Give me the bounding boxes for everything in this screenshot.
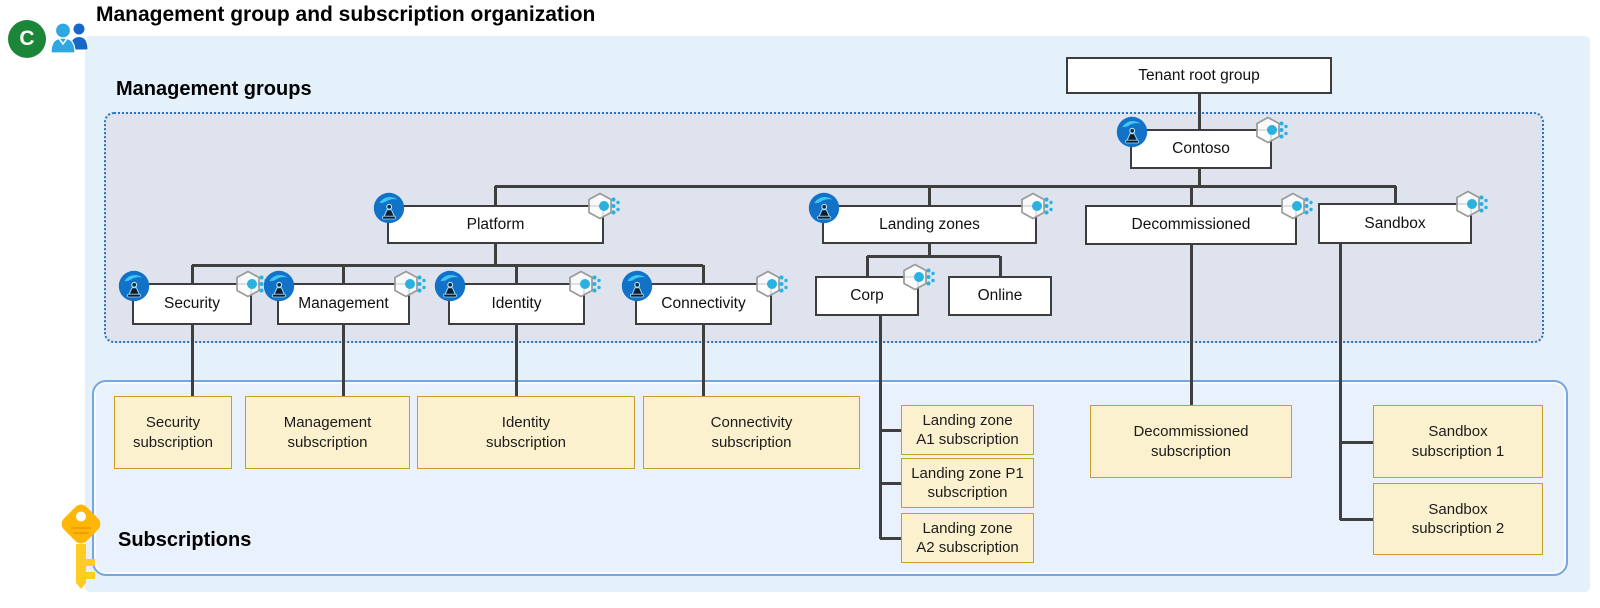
- mg-node-decommissioned: Decommissioned: [1085, 192, 1313, 245]
- mg-node-label: Identity: [491, 295, 542, 312]
- users-icon: [48, 18, 92, 61]
- connector-line: [701, 265, 705, 284]
- mg-node-label: Sandbox: [1364, 214, 1426, 232]
- mg-node-label: Security: [164, 295, 220, 312]
- connector-line: [1189, 186, 1193, 206]
- section-label-management-groups: Management groups: [116, 78, 312, 100]
- connector-line: [341, 265, 345, 284]
- connector-line: [878, 315, 882, 539]
- connector-line: [495, 184, 1396, 188]
- mg-node-label: Decommissioned: [1131, 216, 1251, 233]
- subscription-box-management: Management subscription: [245, 396, 410, 469]
- connector-line: [341, 324, 345, 397]
- subscription-box-landing-zone-p1: Landing zone P1 subscription: [901, 458, 1034, 508]
- subscription-box-sandbox-1: Sandbox subscription 1: [1373, 405, 1543, 478]
- mg-node-contoso: Contoso: [1116, 116, 1288, 169]
- connector-line: [514, 265, 518, 284]
- c-badge: C: [8, 20, 46, 58]
- connector-line: [1340, 517, 1374, 521]
- connector-line: [880, 536, 901, 540]
- subscription-box-landing-zone-a1: Landing zone A1 subscription: [901, 405, 1034, 455]
- mg-node-platform: Platform: [373, 192, 620, 244]
- page-title: Management group and subscription organi…: [96, 3, 596, 26]
- mg-node-label: Contoso: [1172, 140, 1230, 157]
- mg-node-label: Online: [977, 287, 1023, 304]
- mg-node-label: Landing zones: [879, 215, 980, 233]
- mg-node-landing-zones: Landing zones: [808, 192, 1053, 244]
- connector-line: [927, 243, 931, 258]
- mg-node-corp: Corp: [815, 263, 935, 316]
- connector-line: [1197, 168, 1201, 188]
- connector-line: [867, 254, 1000, 258]
- connector-line: [1197, 94, 1201, 129]
- connector-line: [1340, 440, 1374, 444]
- connector-line: [880, 481, 901, 485]
- connector-line: [192, 263, 703, 267]
- connector-line: [493, 243, 497, 267]
- mg-node-label: Corp: [850, 287, 884, 304]
- mg-node-management: Management: [263, 270, 426, 325]
- mg-node-identity: Identity: [434, 270, 601, 325]
- connector-line: [880, 428, 901, 432]
- mg-node-label: Platform: [466, 215, 525, 233]
- section-label-subscriptions: Subscriptions: [118, 529, 252, 551]
- mg-node-security: Security: [118, 270, 268, 325]
- mg-node-label: Connectivity: [661, 295, 746, 312]
- subscription-box-landing-zone-a2: Landing zone A2 subscription: [901, 513, 1034, 563]
- subscription-box-connectivity: Connectivity subscription: [643, 396, 860, 469]
- connector-line: [1393, 186, 1397, 204]
- connector-line: [998, 256, 1002, 277]
- mg-node-label: Tenant root group: [1138, 66, 1260, 84]
- connector-line: [701, 324, 705, 397]
- subscription-box-decommissioned: Decommissioned subscription: [1090, 405, 1292, 478]
- connector-line: [927, 186, 931, 206]
- connector-line: [1189, 244, 1193, 406]
- mg-node-label: Management: [298, 295, 389, 312]
- connector-line: [190, 265, 194, 284]
- mg-node-connectivity: Connectivity: [621, 270, 788, 325]
- connector-line: [1338, 243, 1342, 520]
- subscription-box-security: Security subscription: [114, 396, 232, 469]
- mg-node-sandbox: Sandbox: [1318, 190, 1488, 244]
- key-icon: [56, 502, 108, 597]
- connector-line: [493, 186, 497, 206]
- mg-node-online: Online: [948, 276, 1052, 316]
- connector-line: [190, 324, 194, 397]
- connector-line: [865, 256, 869, 277]
- mg-node-tenant-root-group: Tenant root group: [1066, 57, 1332, 94]
- subscription-box-identity: Identity subscription: [417, 396, 635, 469]
- subscription-box-sandbox-2: Sandbox subscription 2: [1373, 483, 1543, 555]
- connector-line: [514, 324, 518, 397]
